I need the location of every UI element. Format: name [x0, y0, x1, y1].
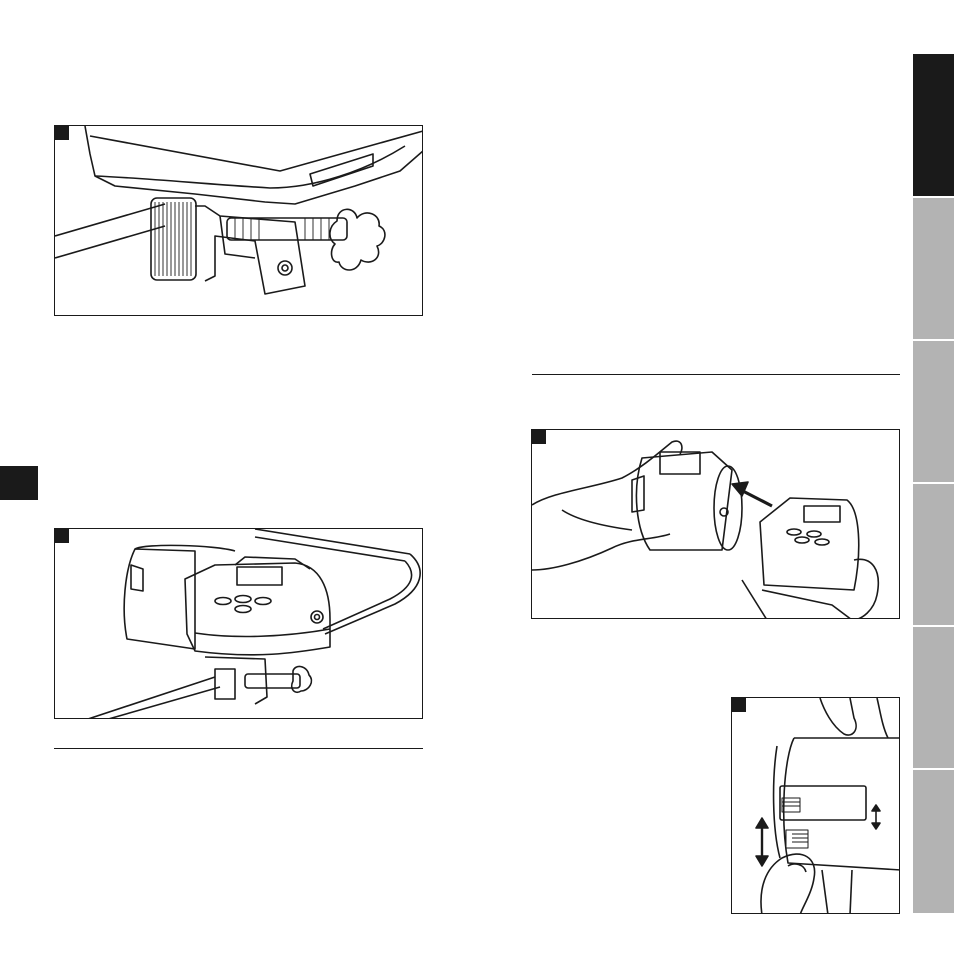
side-tab-1[interactable] [913, 54, 954, 196]
side-tab-3[interactable] [913, 341, 954, 482]
side-tab-6[interactable] [913, 770, 954, 913]
figure-badge [732, 698, 746, 712]
clamp-illustration [55, 126, 423, 316]
section-divider-left [54, 748, 423, 749]
side-tab-5[interactable] [913, 627, 954, 768]
side-tab-2[interactable] [913, 198, 954, 339]
section-divider-right [532, 374, 900, 375]
figure-feeder-mounted [54, 528, 423, 719]
figure-clamp-mount [54, 125, 423, 316]
figure-badge [55, 529, 69, 543]
slider-adjust-illustration [732, 698, 900, 914]
feeder-mounted-illustration [55, 529, 423, 719]
figure-slider-adjust [731, 697, 900, 914]
figure-badge [532, 430, 546, 444]
figure-badge [55, 126, 69, 140]
page-section-marker [0, 466, 38, 500]
figure-drum-insert [531, 429, 900, 619]
side-tab-4[interactable] [913, 484, 954, 625]
drum-insert-illustration [532, 430, 900, 619]
